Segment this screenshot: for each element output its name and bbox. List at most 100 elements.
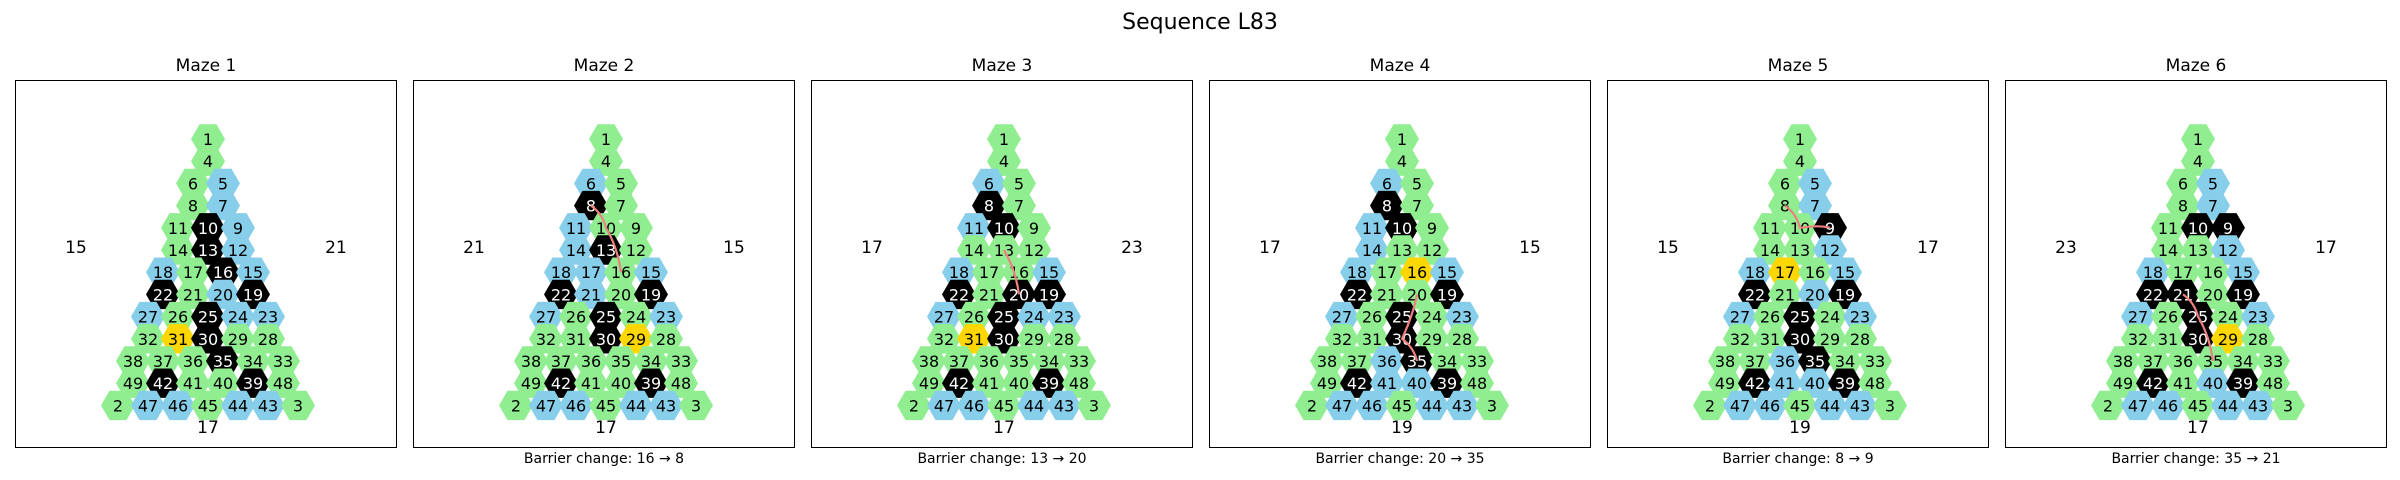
hex-tile — [1415, 235, 1449, 265]
maze-cell: 37 — [146, 346, 180, 376]
cell-label: 2 — [113, 396, 123, 415]
maze-cell: 7 — [1798, 190, 1832, 221]
maze-cell: 43 — [649, 390, 683, 421]
cell-label: 37 — [1347, 352, 1367, 371]
hex-tile — [161, 235, 195, 265]
hex-tile — [1385, 146, 1419, 176]
cell-label: 33 — [273, 352, 293, 371]
maze-cell: 35 — [1002, 346, 1036, 376]
hex-tile — [2196, 368, 2230, 398]
hex-tile — [1002, 368, 1036, 398]
cell-label: 43 — [1054, 396, 1074, 415]
hex-tile — [251, 390, 285, 421]
hex-tile — [589, 124, 623, 154]
hex-tile — [2121, 301, 2155, 332]
hex-tile — [1768, 257, 1802, 287]
maze-cell: 3 — [679, 390, 713, 421]
maze-cell: 33 — [1460, 346, 1494, 376]
cell-label: 31 — [1362, 330, 1382, 349]
maze-cell: 43 — [2241, 390, 2275, 421]
cell-label: 14 — [964, 241, 984, 260]
maze-cell: 10 — [191, 213, 225, 243]
maze-cell: 1 — [589, 124, 623, 154]
cell-label: 40 — [213, 374, 233, 393]
cell-label: 10 — [1392, 219, 1412, 238]
hex-tile — [1843, 301, 1877, 332]
maze-cell: 25 — [1783, 301, 1817, 332]
maze-cell: 2 — [101, 390, 135, 421]
cell-label: 44 — [2218, 396, 2238, 415]
cell-label: 40 — [2203, 374, 2223, 393]
cell-label: 45 — [596, 396, 616, 415]
cell-label: 37 — [949, 352, 969, 371]
hex-tile — [236, 279, 270, 310]
cell-label: 18 — [153, 263, 173, 282]
maze-cell: 40 — [2196, 368, 2230, 398]
hex-tile — [161, 324, 195, 354]
cell-label: 27 — [934, 308, 954, 327]
maze-cell: 4 — [191, 146, 225, 176]
maze-cell: 23 — [1843, 301, 1877, 332]
maze-cell: 6 — [1768, 168, 1802, 199]
cell-label: 7 — [218, 197, 228, 216]
hex-tile — [221, 235, 255, 265]
maze-cell: 48 — [664, 368, 698, 398]
hex-tile — [1385, 301, 1419, 332]
maze-cell: 16 — [206, 257, 240, 287]
cell-label: 45 — [1392, 396, 1412, 415]
hex-tile — [1460, 368, 1494, 398]
hex-tile — [2166, 368, 2200, 398]
cell-label: 9 — [2223, 219, 2233, 238]
hex-tile — [1400, 190, 1434, 221]
maze-cell: 10 — [2181, 213, 2215, 243]
cell-label: 35 — [1805, 352, 1825, 371]
hex-tile — [1768, 168, 1802, 199]
hex-tile — [1325, 301, 1359, 332]
hex-tile — [2181, 146, 2215, 176]
cell-label: 46 — [1362, 396, 1382, 415]
maze-cell: 33 — [2256, 346, 2290, 376]
maze-cell: 6 — [176, 168, 210, 199]
maze-cell: 40 — [206, 368, 240, 398]
hex-tile — [2121, 390, 2155, 421]
hex-tile — [529, 324, 563, 354]
maze-cell: 31 — [1753, 324, 1787, 354]
hex-tile — [1370, 346, 1404, 376]
cell-label: 8 — [1382, 197, 1392, 216]
cell-label: 41 — [2173, 374, 2193, 393]
maze-cell: 38 — [116, 346, 150, 376]
hex-tile — [957, 390, 991, 421]
hex-tile — [499, 390, 533, 421]
maze-cell: 1 — [987, 124, 1021, 154]
hex-tile — [1460, 346, 1494, 376]
hex-tile — [1002, 346, 1036, 376]
cell-label: 5 — [1014, 174, 1024, 193]
side-number-bottom: 17 — [2187, 418, 2209, 438]
hex-tile — [634, 368, 668, 398]
cell-label: 5 — [1810, 174, 1820, 193]
hex-tile — [176, 346, 210, 376]
maze-cell: 15 — [1032, 257, 1066, 287]
hex-tile — [1858, 368, 1892, 398]
hex-tile — [514, 368, 548, 398]
hex-tile — [146, 368, 180, 398]
cell-label: 36 — [1377, 352, 1397, 371]
hex-tile — [2166, 346, 2200, 376]
maze-cell: 23 — [1445, 301, 1479, 332]
hex-tile — [2136, 346, 2170, 376]
cell-label: 45 — [198, 396, 218, 415]
maze-cell: 31 — [2151, 324, 2185, 354]
cell-label: 12 — [1422, 241, 1442, 260]
hex-tile — [972, 190, 1006, 221]
maze-cell: 46 — [1355, 390, 1389, 421]
maze-cell: 18 — [1738, 257, 1772, 287]
hex-tile — [2226, 257, 2260, 287]
hex-tile — [1843, 390, 1877, 421]
cell-label: 39 — [243, 374, 263, 393]
maze-cell: 32 — [2121, 324, 2155, 354]
cell-label: 25 — [198, 308, 218, 327]
hex-tile — [942, 346, 976, 376]
